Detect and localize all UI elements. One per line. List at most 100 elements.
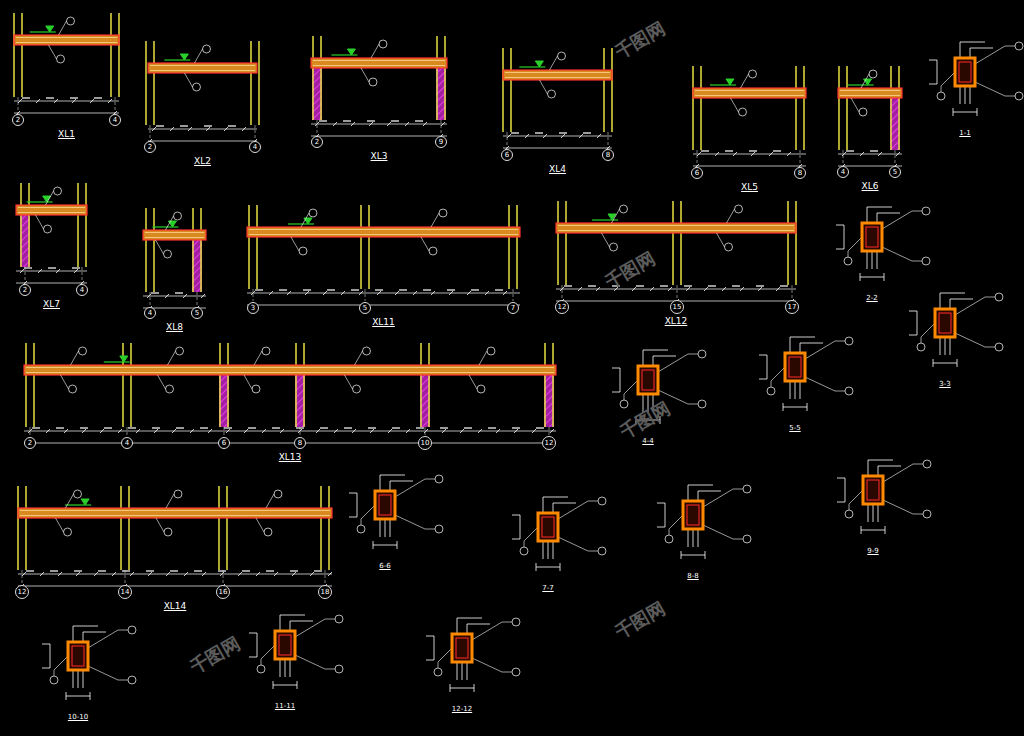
beam-name: XL13	[277, 453, 304, 463]
dimension-mark	[846, 150, 854, 152]
leader-line	[479, 351, 487, 365]
beam-body	[143, 230, 206, 240]
rebar-line	[20, 515, 330, 516]
detail-line	[955, 333, 995, 347]
level-marker	[81, 499, 89, 505]
axis-number: 10	[421, 440, 430, 447]
watermark: 千图网	[602, 248, 659, 292]
callout-circle	[922, 207, 930, 215]
callout-circle	[620, 205, 628, 213]
callout-circle	[1015, 92, 1023, 100]
dimension-tick	[166, 572, 170, 576]
callout-circle	[917, 343, 925, 351]
section-detail	[249, 615, 343, 689]
dimension-tick	[532, 429, 536, 433]
callout-circle	[128, 626, 136, 634]
rebar-line	[26, 367, 554, 368]
callout-circle	[274, 490, 282, 498]
detail-line	[837, 478, 845, 502]
beam-body	[18, 508, 332, 518]
dimension-tick	[751, 152, 755, 156]
axis-bubble: 4	[837, 166, 849, 178]
section-name: 4-4	[640, 438, 655, 446]
section-detail	[909, 293, 1003, 367]
detail-line	[759, 355, 767, 379]
section-name: 12-12	[450, 706, 474, 714]
dimension-tick	[292, 572, 296, 576]
dimension-tick	[172, 429, 176, 433]
section-detail	[42, 626, 136, 700]
dimension-tick	[758, 287, 762, 291]
detail-line	[909, 311, 917, 335]
section-outline	[275, 631, 295, 659]
axis-bubble: 10	[418, 436, 432, 450]
column-line	[118, 13, 120, 97]
axis-bubble: 6	[501, 149, 513, 161]
dimension-tick	[315, 122, 319, 126]
detail-line	[73, 626, 98, 642]
beam-body	[24, 365, 556, 375]
axis-number: 6	[505, 152, 509, 159]
column-line	[898, 66, 900, 150]
detail-line	[467, 662, 468, 680]
column-line	[28, 183, 30, 267]
axis-bubble: 2	[12, 114, 24, 126]
watermark: 千图网	[187, 633, 244, 677]
axis-line	[513, 289, 514, 301]
axis-number: 8	[798, 170, 802, 177]
dimension-mark	[732, 285, 740, 287]
dimension-line	[693, 166, 806, 167]
callout-circle	[665, 535, 673, 543]
section-detail	[426, 618, 520, 692]
column-line	[303, 343, 305, 427]
dimension-tick	[136, 429, 140, 433]
leader-line	[431, 213, 439, 227]
leader-line	[166, 216, 174, 230]
callout-circle	[252, 385, 260, 393]
detail-line	[868, 504, 869, 522]
detail-line	[698, 529, 699, 547]
callout-circle	[749, 70, 757, 78]
dimension-tick	[561, 134, 565, 138]
dimension-mark	[471, 289, 479, 291]
axis-bubble: 2	[24, 437, 36, 449]
dimension-tick	[188, 127, 192, 131]
dimension-tick	[76, 572, 80, 576]
dimension-mark	[290, 570, 298, 572]
level-marker	[864, 79, 872, 85]
dimension-tick	[323, 291, 327, 295]
detail-line	[882, 247, 922, 261]
dimension-mark	[447, 289, 455, 291]
section-name: 1-1	[957, 130, 972, 138]
detail-line	[953, 112, 977, 113]
detail-line	[462, 662, 463, 680]
column-line	[320, 486, 322, 570]
level-marker	[535, 61, 543, 67]
dimension-mark	[80, 427, 88, 429]
callout-circle	[845, 337, 853, 345]
detail-line	[66, 692, 67, 700]
axis-number: 8	[606, 152, 610, 159]
detail-line	[965, 86, 966, 104]
dimension-mark	[684, 285, 692, 287]
column-line	[611, 48, 613, 132]
callout-circle	[262, 347, 270, 355]
dimension-tick	[108, 99, 112, 103]
leader-line	[540, 80, 548, 94]
leader-line	[301, 213, 309, 227]
stirrup	[789, 357, 801, 377]
leader-line	[185, 73, 193, 87]
axis-number: 14	[121, 589, 130, 596]
callout-circle	[176, 347, 184, 355]
leader-line	[36, 215, 44, 229]
dimension-tick	[18, 99, 22, 103]
callout-circle	[54, 187, 62, 195]
column-line	[368, 205, 370, 289]
beam-body	[556, 223, 796, 233]
section-detail	[657, 485, 751, 559]
detail-line	[361, 505, 375, 525]
beam-elevation	[18, 486, 332, 588]
callout-circle	[698, 350, 706, 358]
section-outline	[638, 366, 658, 394]
callout-circle	[995, 293, 1003, 301]
